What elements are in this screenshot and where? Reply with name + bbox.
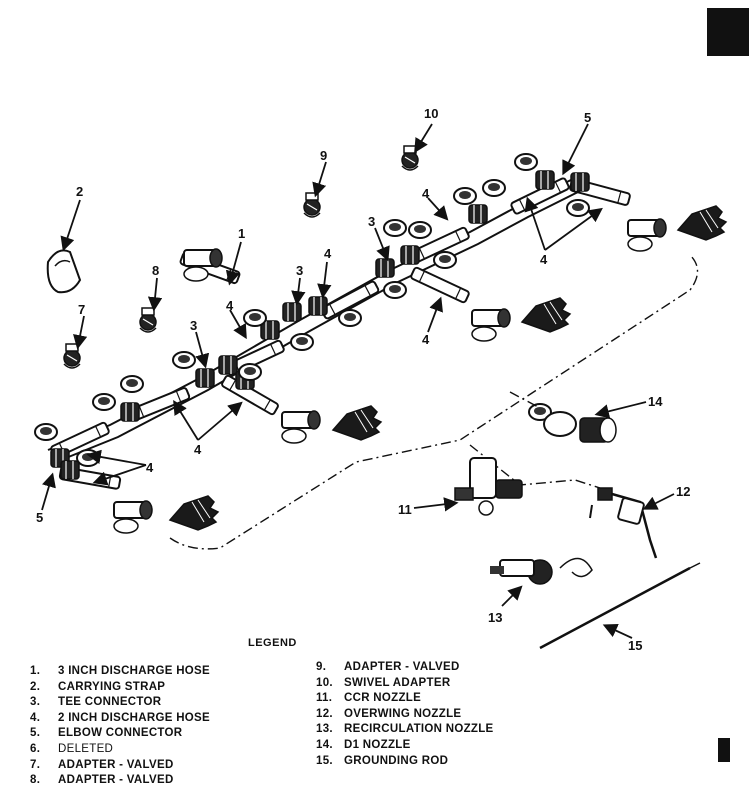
- callout-14: 14: [648, 394, 663, 409]
- callout-4g: 4: [146, 460, 154, 475]
- legend-item: 11. CCR NOZZLE: [316, 691, 494, 707]
- callout-3c: 3: [190, 318, 197, 333]
- page-tab-marker-bottom: [718, 738, 730, 762]
- legend-item: 6. DELETED: [30, 742, 210, 758]
- loose-adapters: [63, 145, 419, 369]
- legend-item: 12. OVERWING NOZZLE: [316, 707, 494, 723]
- legend-item-label: RECIRCULATION NOZZLE: [344, 723, 494, 736]
- callout-2: 2: [76, 184, 83, 199]
- callout-4a: 4: [324, 246, 332, 261]
- legend-item-number: 6.: [30, 742, 41, 755]
- legend-item-label: TEE CONNECTOR: [58, 696, 162, 709]
- legend-item: 3. TEE CONNECTOR: [30, 695, 210, 711]
- legend-item-number: 10.: [316, 676, 333, 689]
- callout-12: 12: [676, 484, 690, 499]
- legend-item-number: 2.: [30, 680, 41, 693]
- legend-item-number: 3.: [30, 696, 41, 709]
- callout-3b: 3: [368, 214, 375, 229]
- callout-4f: 4: [194, 442, 202, 457]
- grounding-rod: [539, 562, 701, 650]
- callout-8: 8: [152, 263, 159, 278]
- legend-item: 8. ADAPTER - VALVED: [30, 773, 210, 789]
- callout-4e: 4: [422, 332, 430, 347]
- legend-item: 15. GROUNDING ROD: [316, 754, 494, 770]
- legend-left-column: 1. 3 INCH DISCHARGE HOSE 2. CARRYING STRAP…: [30, 664, 210, 789]
- callout-15: 15: [628, 638, 642, 653]
- legend-item: 2. CARRYING STRAP: [30, 680, 210, 696]
- hose-segments: [49, 176, 632, 491]
- ccr-nozzle: [454, 457, 523, 516]
- legend-item-number: 9.: [316, 661, 327, 673]
- legend-item: 1. 3 INCH DISCHARGE HOSE: [30, 664, 210, 680]
- callout-5a: 5: [584, 110, 591, 125]
- callout-1: 1: [238, 226, 245, 241]
- legend-item-label: CARRYING STRAP: [58, 680, 166, 693]
- legend-item-label: GROUNDING ROD: [344, 754, 449, 767]
- callout-10: 10: [424, 106, 438, 121]
- legend-item-number: 1.: [30, 665, 41, 677]
- d1-nozzle: [543, 411, 617, 443]
- legend-item-number: 5.: [30, 727, 41, 740]
- legend-item-label: OVERWING NOZZLE: [344, 707, 462, 720]
- legend-item: 9. ADAPTER - VALVED: [316, 660, 494, 676]
- legend-item-number: 4.: [30, 711, 41, 724]
- legend-item-label: 3 INCH DISCHARGE HOSE: [58, 665, 210, 677]
- legend-item-number: 11.: [316, 692, 333, 705]
- legend-item: 4. 2 INCH DISCHARGE HOSE: [30, 711, 210, 727]
- legend-item-label: D1 NOZZLE: [344, 738, 411, 751]
- overwing-nozzle: [589, 487, 658, 559]
- leader-lines: [41, 123, 675, 639]
- legend-item-number: 7.: [30, 758, 41, 771]
- legend-item: 14. D1 NOZZLE: [316, 738, 494, 754]
- callout-4d: 4: [226, 298, 234, 313]
- legend-title: LEGEND: [248, 637, 297, 649]
- recirculation-nozzle: [490, 557, 593, 585]
- callout-7: 7: [78, 302, 85, 317]
- legend-item-label: CCR NOZZLE: [344, 692, 422, 705]
- legend-item-number: 15.: [316, 754, 333, 767]
- legend-item-number: 14.: [316, 738, 333, 751]
- legend-right-column: 9. ADAPTER - VALVED 10. SWIVEL ADAPTER 11.…: [316, 660, 494, 769]
- legend-item: 5. ELBOW CONNECTOR: [30, 726, 210, 742]
- legend-item-number: 12.: [316, 707, 333, 720]
- page-tab-marker-top: [707, 8, 749, 56]
- legend-item-label: ADAPTER - VALVED: [344, 661, 460, 673]
- callout-4c: 4: [540, 252, 548, 267]
- legend-item: 7. ADAPTER - VALVED: [30, 758, 210, 774]
- callout-4b: 4: [422, 186, 430, 201]
- legend-item-label: DELETED: [58, 742, 114, 755]
- carrying-strap: [46, 249, 82, 294]
- legend-item: 10. SWIVEL ADAPTER: [316, 676, 494, 692]
- callout-11: 11: [398, 502, 412, 517]
- legend-item-label: SWIVEL ADAPTER: [344, 676, 451, 689]
- legend-item-label: ELBOW CONNECTOR: [58, 727, 183, 740]
- callout-3a: 3: [296, 263, 303, 278]
- legend-item-label: 2 INCH DISCHARGE HOSE: [58, 711, 210, 724]
- legend-item: 13. RECIRCULATION NOZZLE: [316, 722, 494, 738]
- legend-item-number: 13.: [316, 723, 333, 736]
- legend-item-label: ADAPTER - VALVED: [58, 774, 174, 787]
- callout-13: 13: [488, 610, 502, 625]
- legend-item-number: 8.: [30, 774, 41, 787]
- legend-item-label: ADAPTER - VALVED: [58, 758, 174, 771]
- grounding-cable: [169, 254, 699, 550]
- callout-9: 9: [320, 148, 327, 163]
- callout-5b: 5: [36, 510, 43, 525]
